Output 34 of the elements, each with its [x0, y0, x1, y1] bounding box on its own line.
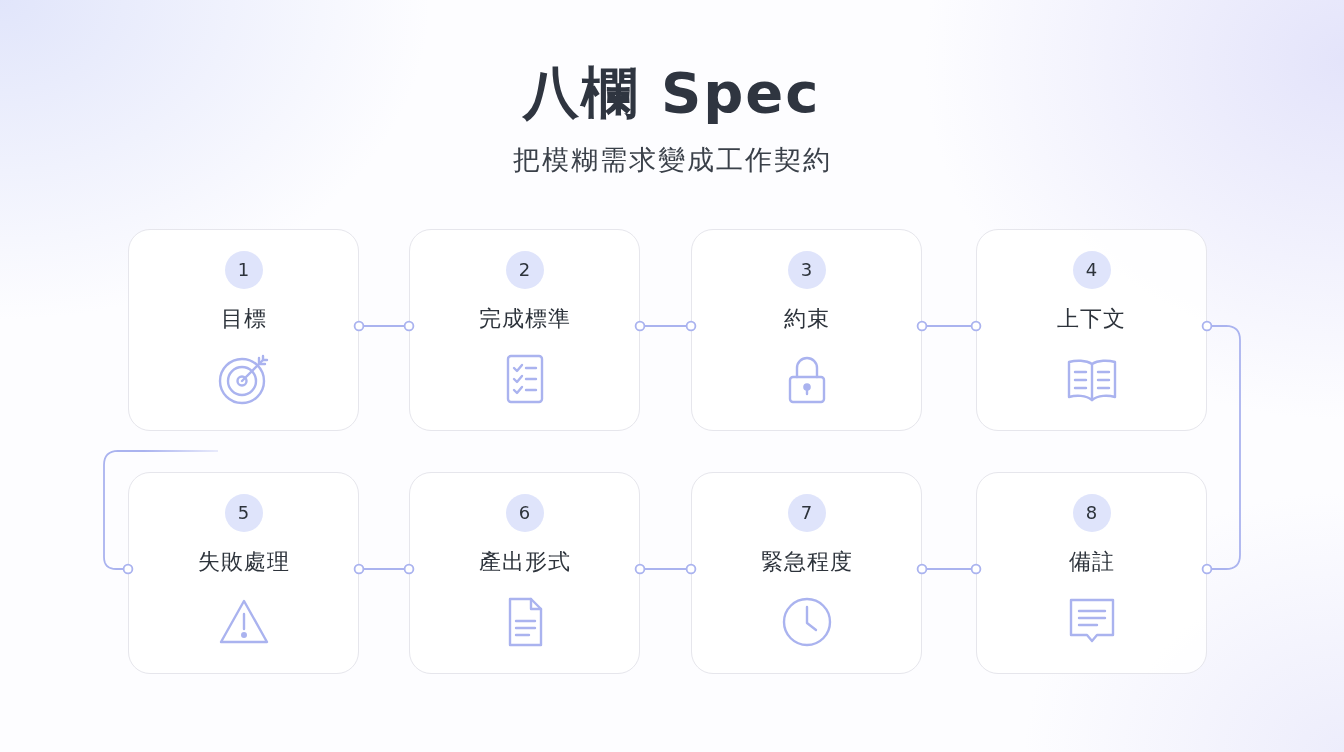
- connector-line: [916, 563, 982, 575]
- step-label: 緊急程度: [760, 548, 853, 576]
- step-label: 失敗處理: [197, 548, 290, 576]
- connector-line: [103, 450, 219, 575]
- number-badge: 2: [505, 251, 544, 289]
- connector-line: [634, 563, 697, 575]
- step-card: [691, 472, 922, 674]
- step-card: [691, 229, 922, 431]
- step-card: [409, 472, 640, 674]
- step-card: [128, 472, 359, 674]
- connector-line: [634, 320, 697, 332]
- step-card: [128, 229, 359, 431]
- step-card: [409, 229, 640, 431]
- step-card: [976, 229, 1207, 431]
- step-label: 目標: [220, 305, 267, 333]
- title: 八欄 Spec: [523, 60, 821, 126]
- number-badge: 1: [224, 251, 263, 289]
- number-badge: 3: [787, 251, 826, 289]
- number-badge: 4: [1072, 251, 1111, 289]
- step-label: 約束: [783, 305, 830, 333]
- connector-line: [353, 320, 415, 332]
- step-label: 上下文: [1057, 305, 1126, 333]
- number-badge: 7: [787, 494, 826, 532]
- step-label: 產出形式: [478, 548, 571, 576]
- subtitle: 把模糊需求變成工作契約: [512, 143, 832, 177]
- number-badge: 5: [224, 494, 263, 532]
- connector-line: [353, 563, 415, 575]
- connector-line: [1201, 320, 1241, 575]
- step-label: 完成標準: [478, 305, 571, 333]
- number-badge: 6: [505, 494, 544, 532]
- step-card: [976, 472, 1207, 674]
- connector-line: [916, 320, 982, 332]
- step-label: 備註: [1068, 548, 1115, 576]
- number-badge: 8: [1072, 494, 1111, 532]
